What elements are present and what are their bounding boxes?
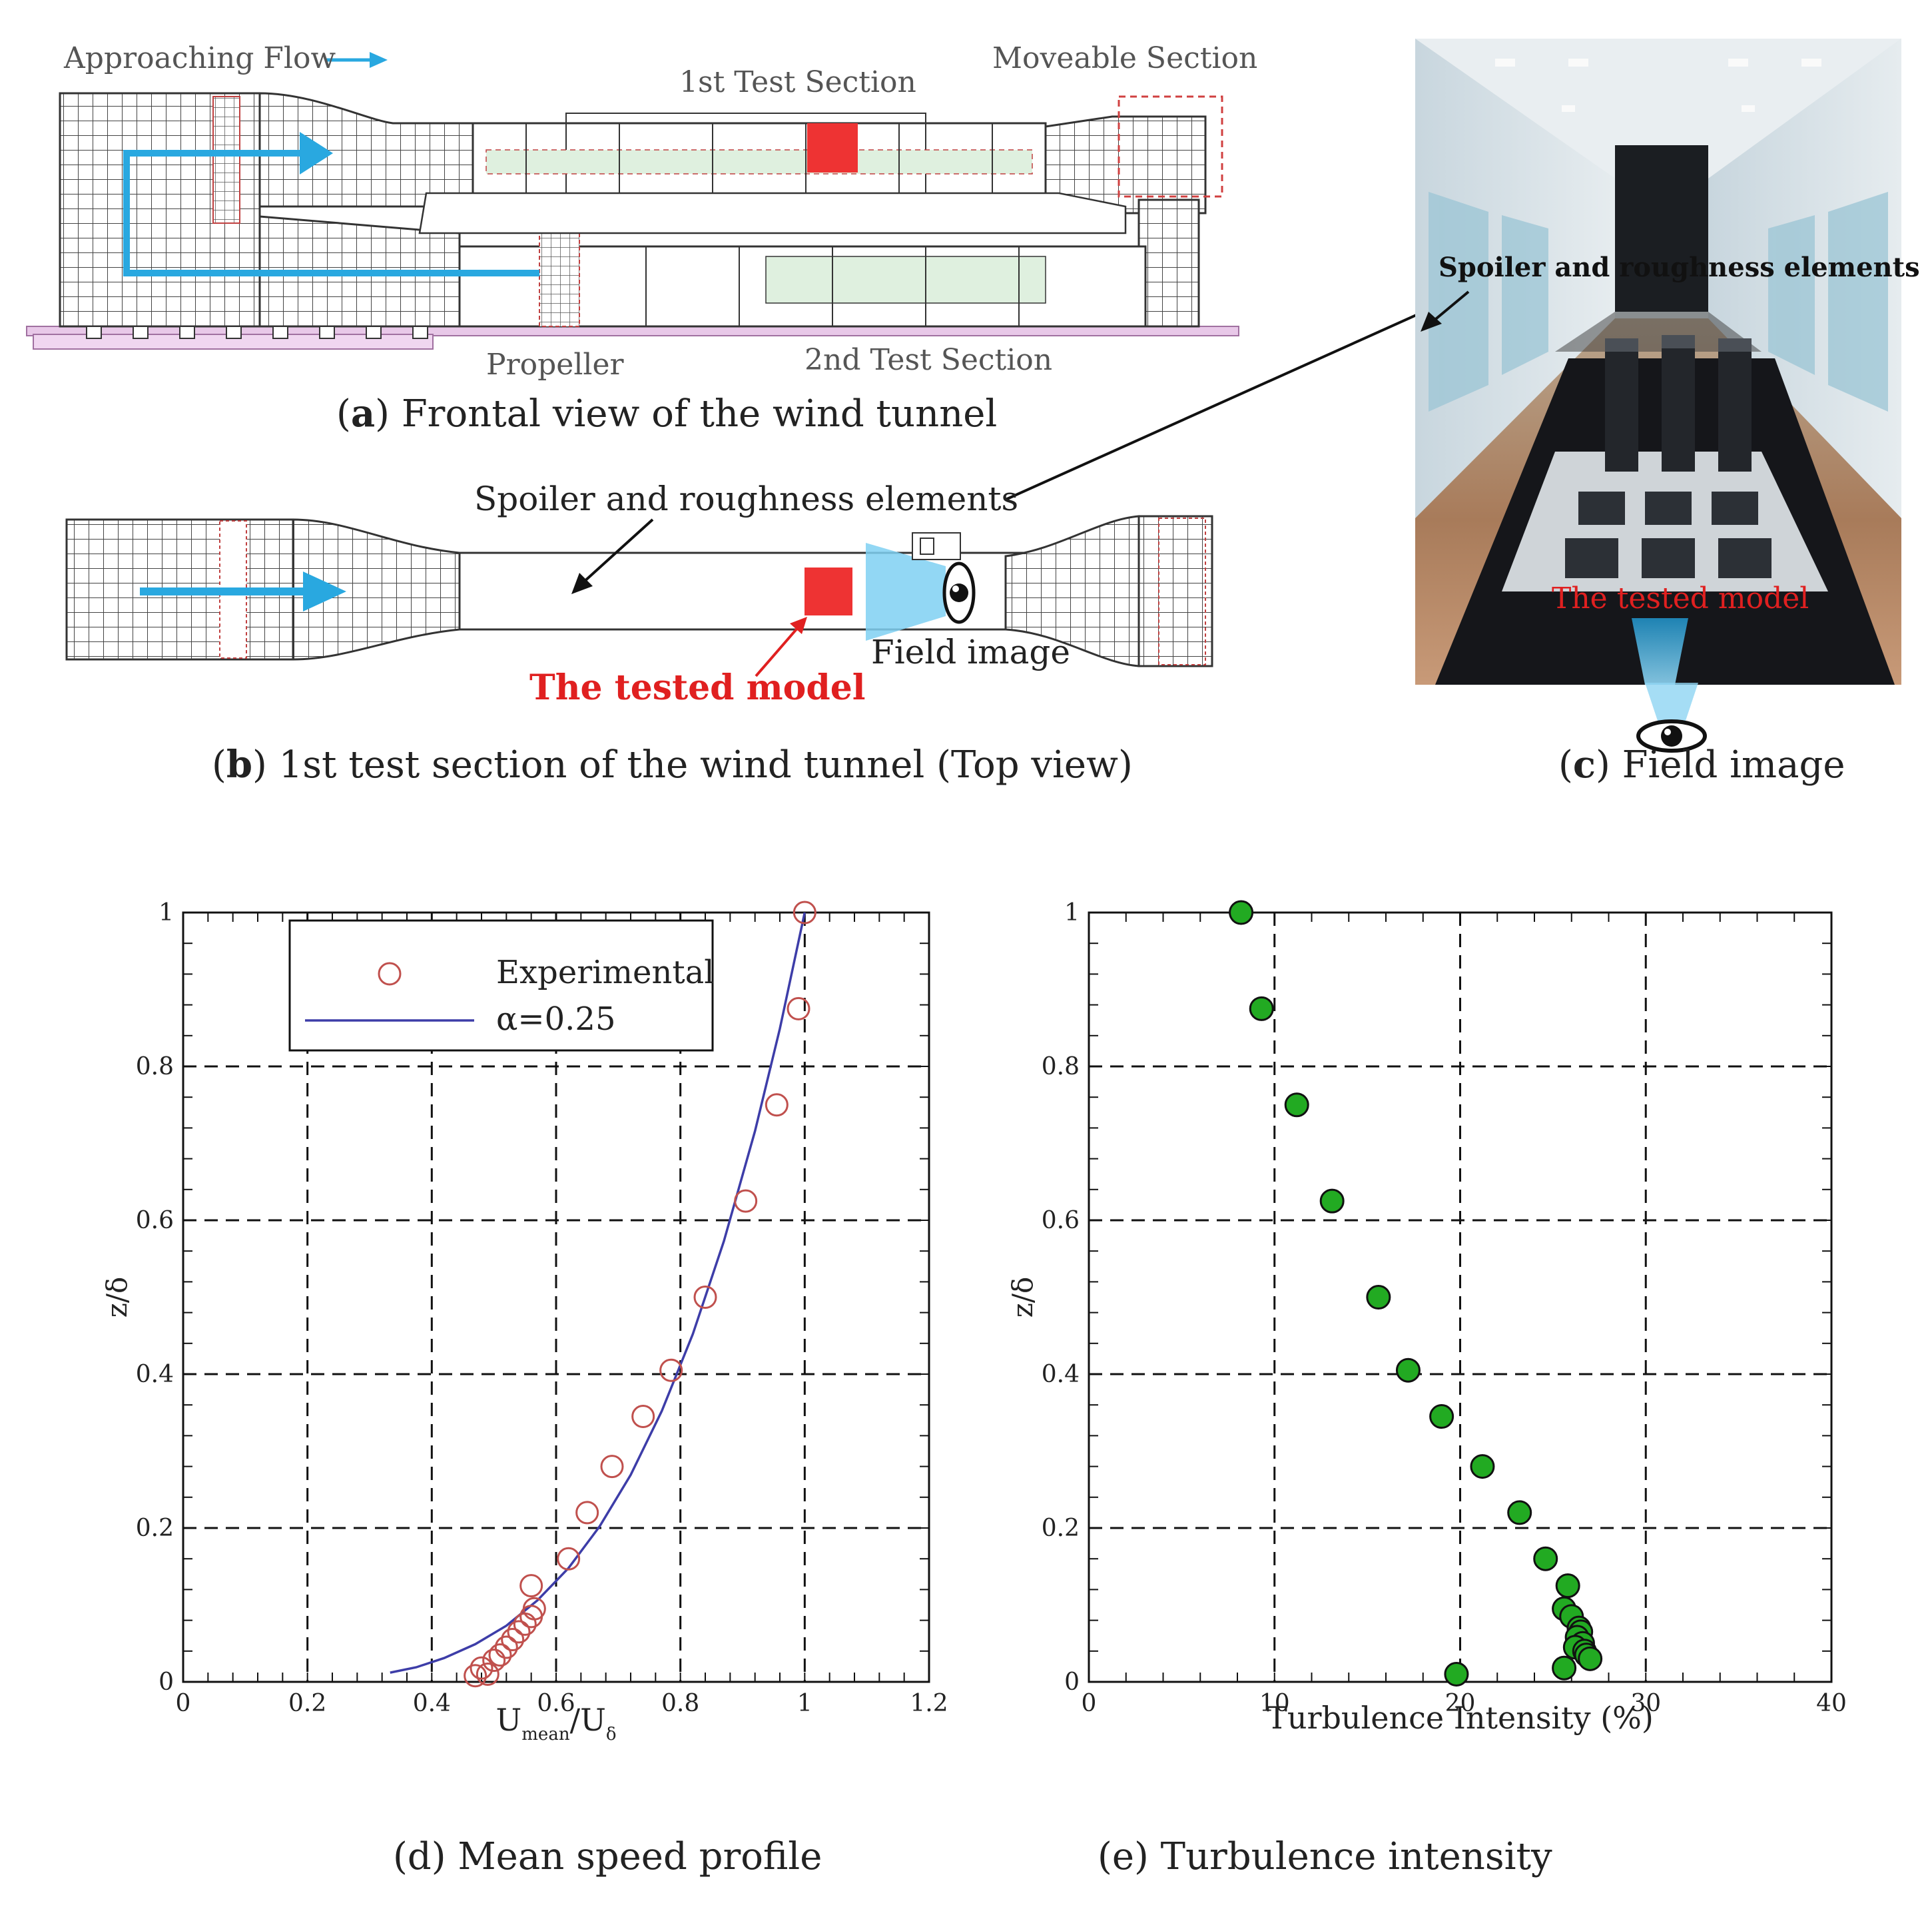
panel-c-caption: (c) Field image (1558, 743, 1845, 787)
moveable-section-label: Moveable Section (992, 41, 1258, 75)
chart-e-data-point (1578, 1646, 1603, 1671)
chart-d-experimental-point (482, 1649, 506, 1673)
leader-line-to-field-image (1005, 289, 1473, 501)
chart-d-x-tick-label: 0.6 (537, 1690, 575, 1717)
chart-d-legend-box (288, 919, 714, 1052)
chart-d-y-tick-label: 1 (159, 899, 174, 927)
chart-d-x-tick-label: 0.8 (661, 1690, 699, 1717)
eye-icon (1636, 719, 1707, 753)
chart-d-experimental-point (693, 1286, 717, 1309)
chart-d-x-tick-label: 0.4 (413, 1690, 451, 1717)
panel-e-caption: (e) Turbulence intensity (1098, 1835, 1552, 1878)
chart-d-experimental-point (522, 1597, 546, 1621)
chart-d-y-tick-label: 0.2 (136, 1515, 174, 1542)
chart-e-y-tick-label: 1 (1064, 899, 1080, 927)
chart-d-experimental-point (501, 1627, 525, 1651)
chart-d-y-tick-label: 0.8 (136, 1053, 174, 1080)
chart-d-x-tick-label: 1 (797, 1690, 812, 1717)
chart-e-data-point (1444, 1661, 1469, 1687)
chart-d-x-tick-label: 0.2 (288, 1690, 326, 1717)
chart-e-data-point (1366, 1285, 1391, 1310)
propeller-label: Propeller (486, 348, 624, 382)
chart-e-data-point (1552, 1655, 1577, 1681)
chart-e-data-point (1284, 1092, 1309, 1118)
chart-d-experimental-point (575, 1501, 599, 1525)
camera-cone (1636, 683, 1707, 753)
field-image-label: Field image (871, 633, 1070, 671)
panel-d-caption: (d) Mean speed profile (393, 1835, 822, 1878)
chart-e-y-tick-label: 0 (1064, 1669, 1080, 1696)
chart-e-y-tick-label: 0.2 (1042, 1515, 1080, 1542)
spoiler-label-c: Spoiler and roughness elements (1439, 252, 1920, 283)
chart-d-experimental-point (476, 1662, 499, 1686)
panel-a-caption: (a) Frontal view of the wind tunnel (336, 392, 998, 436)
eye-icon (942, 562, 976, 624)
chart-d-y-tick-label: 0 (159, 1669, 174, 1696)
chart-d-y-tick-label: 0.6 (136, 1207, 174, 1234)
chart-d-legend-label-experimental: Experimental (496, 954, 715, 991)
chart-d-x-axis-label: Umean/Uδ (496, 1702, 617, 1744)
chart-d-experimental-point (507, 1620, 531, 1644)
chart-e-x-tick-label: 10 (1259, 1690, 1290, 1717)
chart-e-x-tick-label: 0 (1082, 1690, 1097, 1717)
chart-d-legend-marker-experimental (378, 962, 402, 986)
chart-e-y-tick-label: 0.6 (1042, 1207, 1080, 1234)
first-test-section-label: 1st Test Section (679, 65, 916, 99)
chart-d-x-tick-label: 0 (176, 1690, 191, 1717)
chart-e-data-point (1229, 900, 1254, 925)
chart-d-y-tick-label: 0.4 (136, 1361, 174, 1388)
chart-d-experimental-point (600, 1455, 624, 1479)
chart-d-experimental-point (470, 1656, 493, 1680)
chart-e-x-tick-label: 20 (1445, 1690, 1476, 1717)
chart-d-experimental-point (659, 1358, 683, 1382)
chart-d-experimental-point (519, 1574, 543, 1598)
chart-d-experimental-point (765, 1093, 789, 1117)
chart-e-data-point (1533, 1546, 1558, 1571)
chart-e-y-axis-label: z/δ (1006, 1277, 1039, 1318)
chart-d-fit-line (390, 912, 806, 1674)
tested-model-label-b: The tested model (529, 667, 866, 708)
chart-d-legend-label-fit: α=0.25 (496, 1000, 616, 1038)
field-photo (1415, 39, 1901, 685)
chart-d-experimental-point (631, 1405, 655, 1429)
chart-e-y-tick-label: 0.4 (1042, 1361, 1080, 1388)
spoiler-label-b: Spoiler and roughness elements (474, 480, 1019, 518)
chart-d-experimental-point (734, 1189, 758, 1213)
chart-e-data-point (1507, 1500, 1532, 1525)
chart-e-y-tick-label: 0.8 (1042, 1053, 1080, 1080)
chart-e-data-point (1429, 1404, 1454, 1429)
chart-e-data-point (1555, 1573, 1580, 1599)
chart-d-experimental-point (464, 1664, 487, 1688)
chart-e-data-point (1319, 1188, 1345, 1214)
chart-d-experimental-point (494, 1635, 518, 1659)
wind-tunnel-top-diagram (65, 515, 1213, 677)
chart-d-y-axis-label: z/δ (101, 1277, 133, 1318)
wind-tunnel-frontal-diagram (26, 52, 1239, 350)
approaching-flow-label: Approaching Flow (64, 41, 336, 75)
chart-e-x-tick-label: 40 (1816, 1690, 1847, 1717)
chart-d-experimental-point (787, 996, 810, 1020)
chart-d-experimental-point (793, 901, 816, 925)
chart-e-data-point (1470, 1454, 1495, 1479)
panel-b-caption: (b) 1st test section of the wind tunnel … (212, 743, 1133, 787)
second-test-section-label: 2nd Test Section (805, 343, 1053, 377)
chart-e-data-point (1249, 996, 1274, 1021)
chart-e-x-axis-label: Turbulence Intensity (%) (1267, 1700, 1654, 1736)
chart-d-x-tick-label: 1.2 (910, 1690, 948, 1717)
chart-e-x-tick-label: 30 (1630, 1690, 1661, 1717)
mean-speed-profile-chart: 0 0.2 0.4 0.6 0.8 1 1.2 0 0.2 0.4 0.6 0.8 1 z/δ Experi… (101, 899, 948, 1744)
chart-e-data-point (1395, 1357, 1421, 1383)
chart-d-experimental-point (488, 1643, 512, 1667)
chart-d-experimental-point (557, 1547, 581, 1571)
tested-model-label-c: The tested model (1552, 581, 1809, 615)
